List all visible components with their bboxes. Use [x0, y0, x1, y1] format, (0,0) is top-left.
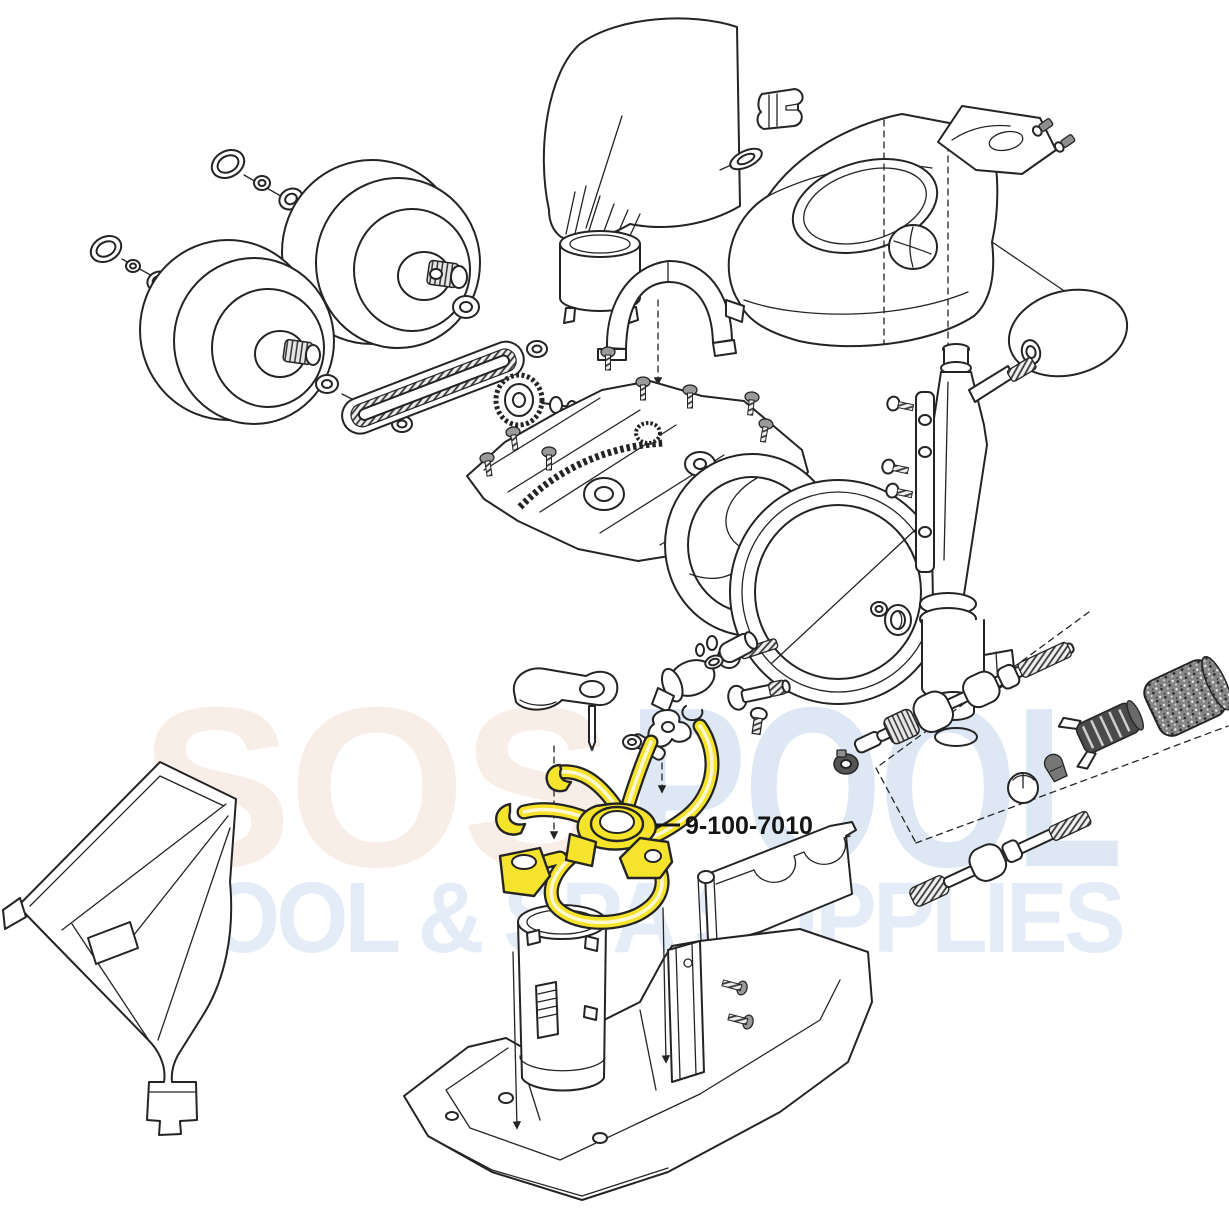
- part-number-label: 9-100-7010: [685, 812, 813, 840]
- thumb-knob: [622, 709, 692, 761]
- axle-hardware: [695, 601, 912, 669]
- body-top-shell: [727, 113, 1123, 348]
- pump-canister: [512, 745, 671, 1130]
- handle: [512, 667, 619, 751]
- rear-wheel-lower: [89, 235, 335, 425]
- belt-cover-arch: [597, 259, 745, 361]
- part-callout: 9-100-7010: [656, 812, 813, 840]
- drive-belt: [341, 340, 525, 435]
- drive-shaft-assembly: [833, 611, 1229, 907]
- rear-wheel-upper: [210, 149, 481, 349]
- highlighted-part: [495, 718, 720, 930]
- inline-fitting: [681, 679, 791, 736]
- front-tire: [729, 479, 947, 705]
- filter-bag: [542, 17, 763, 324]
- side-bracket: [667, 940, 756, 1083]
- bag-collar-clip: [756, 88, 804, 130]
- mounting-bracket: [937, 105, 1076, 175]
- debris-bag: [2, 761, 237, 1136]
